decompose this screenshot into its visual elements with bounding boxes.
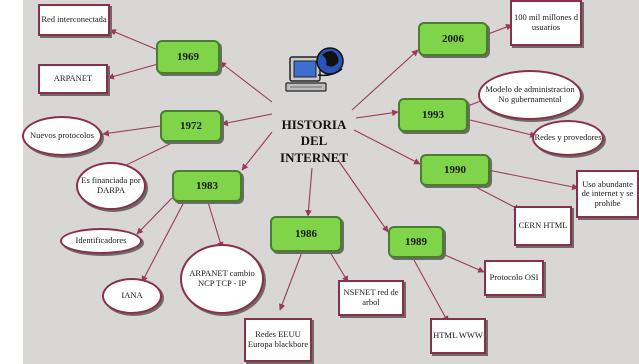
note-cern-html: CERN HTML xyxy=(514,206,572,246)
year-node-1969: 1969 xyxy=(156,40,220,74)
edge-1986-nsfnet xyxy=(329,251,349,283)
edge-center-2006 xyxy=(351,49,419,111)
computer-globe-icon xyxy=(282,43,354,108)
note-redes-eeuu: Redes EEUU Europa blackbore xyxy=(244,318,312,362)
note-red-interconectada: Red interconectada xyxy=(38,4,110,36)
edge-2006-usuarios xyxy=(487,23,513,35)
year-node-1990: 1990 xyxy=(420,154,490,186)
edge-center-1993 xyxy=(355,109,399,119)
edge-1986-redes xyxy=(279,251,303,311)
note-modelo-administracion: Modelo de administracion No gubernamenta… xyxy=(478,70,582,120)
edge-1990-uso xyxy=(487,169,579,191)
note-arpanet: ARPANET xyxy=(38,64,108,94)
note-nuevos-protocolos: Nuevos protocolos xyxy=(22,116,102,156)
edge-1969-red xyxy=(109,29,159,51)
edge-1983-arpanet xyxy=(207,201,224,249)
edge-center-1989 xyxy=(337,159,389,233)
edge-1972-protocolos xyxy=(102,125,161,137)
note-uso-abundante: Uso abundante de internet y se prohibe xyxy=(576,170,639,218)
year-node-2006: 2006 xyxy=(418,22,488,56)
edge-1990-cern xyxy=(469,183,521,211)
year-node-1989: 1989 xyxy=(388,226,444,258)
title-line-2: DEL xyxy=(300,133,328,149)
edge-center-1986 xyxy=(305,167,313,217)
note-redes-provedores: Redes y provedores xyxy=(532,120,604,156)
edge-center-1972 xyxy=(221,113,273,127)
note-protocolo-osi: Protocolo OSI xyxy=(484,260,544,296)
map-title: HISTORIA DEL INTERNET xyxy=(271,117,357,166)
title-line-1: HISTORIA xyxy=(281,117,347,132)
edge-1983-identificadores xyxy=(136,197,173,235)
edge-center-1983 xyxy=(241,131,273,171)
year-node-1972: 1972 xyxy=(160,110,222,142)
note-html-www: HTML WWW xyxy=(430,318,486,354)
edge-center-1990 xyxy=(353,129,421,165)
note-nsfnet: NSFNET red de arbol xyxy=(338,280,404,316)
edge-1993-redes xyxy=(469,119,537,138)
title-line-3: INTERNET xyxy=(280,149,348,165)
note-identificadores: Identificadores xyxy=(60,228,142,254)
note-iana: IANA xyxy=(102,278,162,314)
edge-1989-html xyxy=(413,259,449,323)
note-millones-usuarios: 100 mil millones d usuarios xyxy=(510,0,582,46)
note-arpanet-cambio: ARPANET cambio NCP TCP - IP xyxy=(180,244,264,314)
edge-1989-osi xyxy=(437,251,485,273)
edge-1983-iana xyxy=(141,201,185,283)
year-node-1993: 1993 xyxy=(398,98,468,132)
year-node-1983: 1983 xyxy=(172,170,242,202)
edge-center-1969 xyxy=(219,61,273,103)
note-financiada-darpa: Es financiada por DARPA xyxy=(76,162,146,210)
year-node-1986: 1986 xyxy=(270,216,342,252)
edge-1969-arpanet xyxy=(107,63,159,80)
